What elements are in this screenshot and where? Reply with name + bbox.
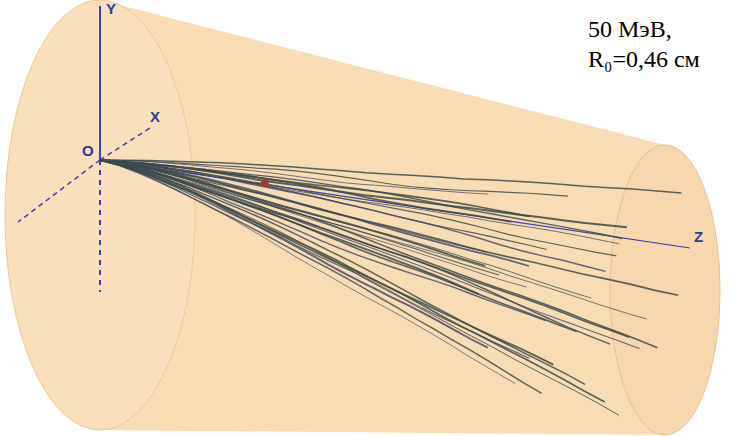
- cylinder-end: [5, 0, 195, 430]
- particle-track: [100, 160, 647, 319]
- particle-track: [100, 160, 479, 294]
- particle-track: [100, 160, 657, 348]
- particle-track: [100, 160, 553, 365]
- particle-track: [100, 160, 616, 256]
- y-axis: [99, 160, 101, 292]
- particle-track: [100, 160, 619, 415]
- axis-label: O: [82, 142, 94, 159]
- particle-track: [100, 160, 610, 344]
- y-axis: [99, 6, 101, 160]
- x-axis: [100, 128, 150, 160]
- particle-track: [100, 160, 678, 295]
- energy-label: 50 МэВ,: [588, 16, 672, 43]
- particle-track: [100, 160, 591, 298]
- axis-label: Y: [106, 0, 116, 17]
- interaction-point: [261, 179, 269, 187]
- radius-label: R₀=0,46 см: [588, 46, 700, 73]
- z-axis: [100, 160, 690, 248]
- particle-track: [100, 160, 529, 358]
- particle-track: [100, 160, 605, 402]
- particle-track: [100, 160, 629, 337]
- cylinder-body: [5, 0, 665, 435]
- x-axis: [18, 160, 100, 222]
- particle-tracks: [100, 160, 682, 415]
- axis-label: Z: [694, 228, 703, 245]
- particle-track: [100, 160, 622, 239]
- axis-label: X: [150, 108, 160, 125]
